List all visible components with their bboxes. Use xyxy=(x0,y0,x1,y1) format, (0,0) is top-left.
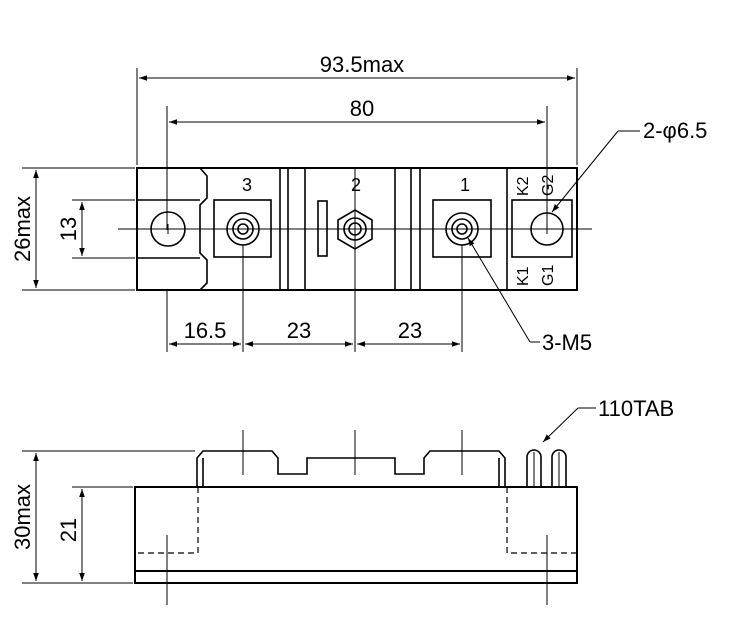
hole-pitch-label: 13 xyxy=(56,217,81,241)
hole-callout-label: 2-φ6.5 xyxy=(643,118,707,143)
gate-label-k2: K2 xyxy=(515,176,532,196)
mount-hole-right xyxy=(530,212,564,246)
left-flange xyxy=(137,167,208,291)
terminal-3-label: 3 xyxy=(242,175,252,195)
gate-label-g2: G2 xyxy=(540,175,557,196)
terminal-3: 3 xyxy=(213,175,272,258)
overall-width-label: 93.5max xyxy=(320,52,404,77)
terminal-2: 2 xyxy=(317,168,373,290)
hidden-hole-right xyxy=(506,487,577,554)
dimension-terminal-pitch: 16.5 23 23 xyxy=(166,245,463,352)
tab-callout: 110TAB xyxy=(542,396,674,443)
mount-pitch-label: 80 xyxy=(350,96,374,121)
dimension-side-height: 30max xyxy=(10,450,195,584)
tab-callout-label: 110TAB xyxy=(598,396,674,421)
screw-callout-label: 3-M5 xyxy=(542,330,592,355)
gate-label-k1: K1 xyxy=(515,266,532,286)
terminal-2-label: 2 xyxy=(351,175,361,195)
pitch-a-label: 16.5 xyxy=(184,318,227,343)
pitch-b-label: 23 xyxy=(287,318,311,343)
pitch-c-label: 23 xyxy=(398,318,422,343)
top-view: 93.5max 80 xyxy=(10,52,707,355)
hidden-hole-left xyxy=(135,487,199,554)
terminal-1: 1 xyxy=(432,175,492,258)
side-view: 110TAB 30max 21 xyxy=(10,396,674,605)
gate-label-g1: G1 xyxy=(540,265,557,286)
base-plate xyxy=(134,570,578,584)
mount-hole-left xyxy=(150,211,186,247)
right-mount-area: K2 G2 K1 G1 xyxy=(511,175,573,286)
dimension-overall-height: 26max xyxy=(10,167,135,291)
tab-terminals xyxy=(526,449,567,487)
case-top-profile xyxy=(196,450,506,487)
side-height-label: 30max xyxy=(10,484,35,550)
dimension-overall-width: 93.5max xyxy=(136,52,578,165)
module-body-side xyxy=(134,486,578,572)
dimension-hole-pitch: 13 xyxy=(56,199,135,259)
dimension-mount-pitch: 80 xyxy=(166,96,548,230)
dimension-body-height: 21 xyxy=(56,486,133,581)
screw-callout: 3-M5 xyxy=(467,237,592,355)
hole-callout: 2-φ6.5 xyxy=(551,118,707,213)
body-height-label: 21 xyxy=(56,518,81,542)
terminal-1-label: 1 xyxy=(460,175,470,195)
overall-height-label: 26max xyxy=(10,196,35,262)
